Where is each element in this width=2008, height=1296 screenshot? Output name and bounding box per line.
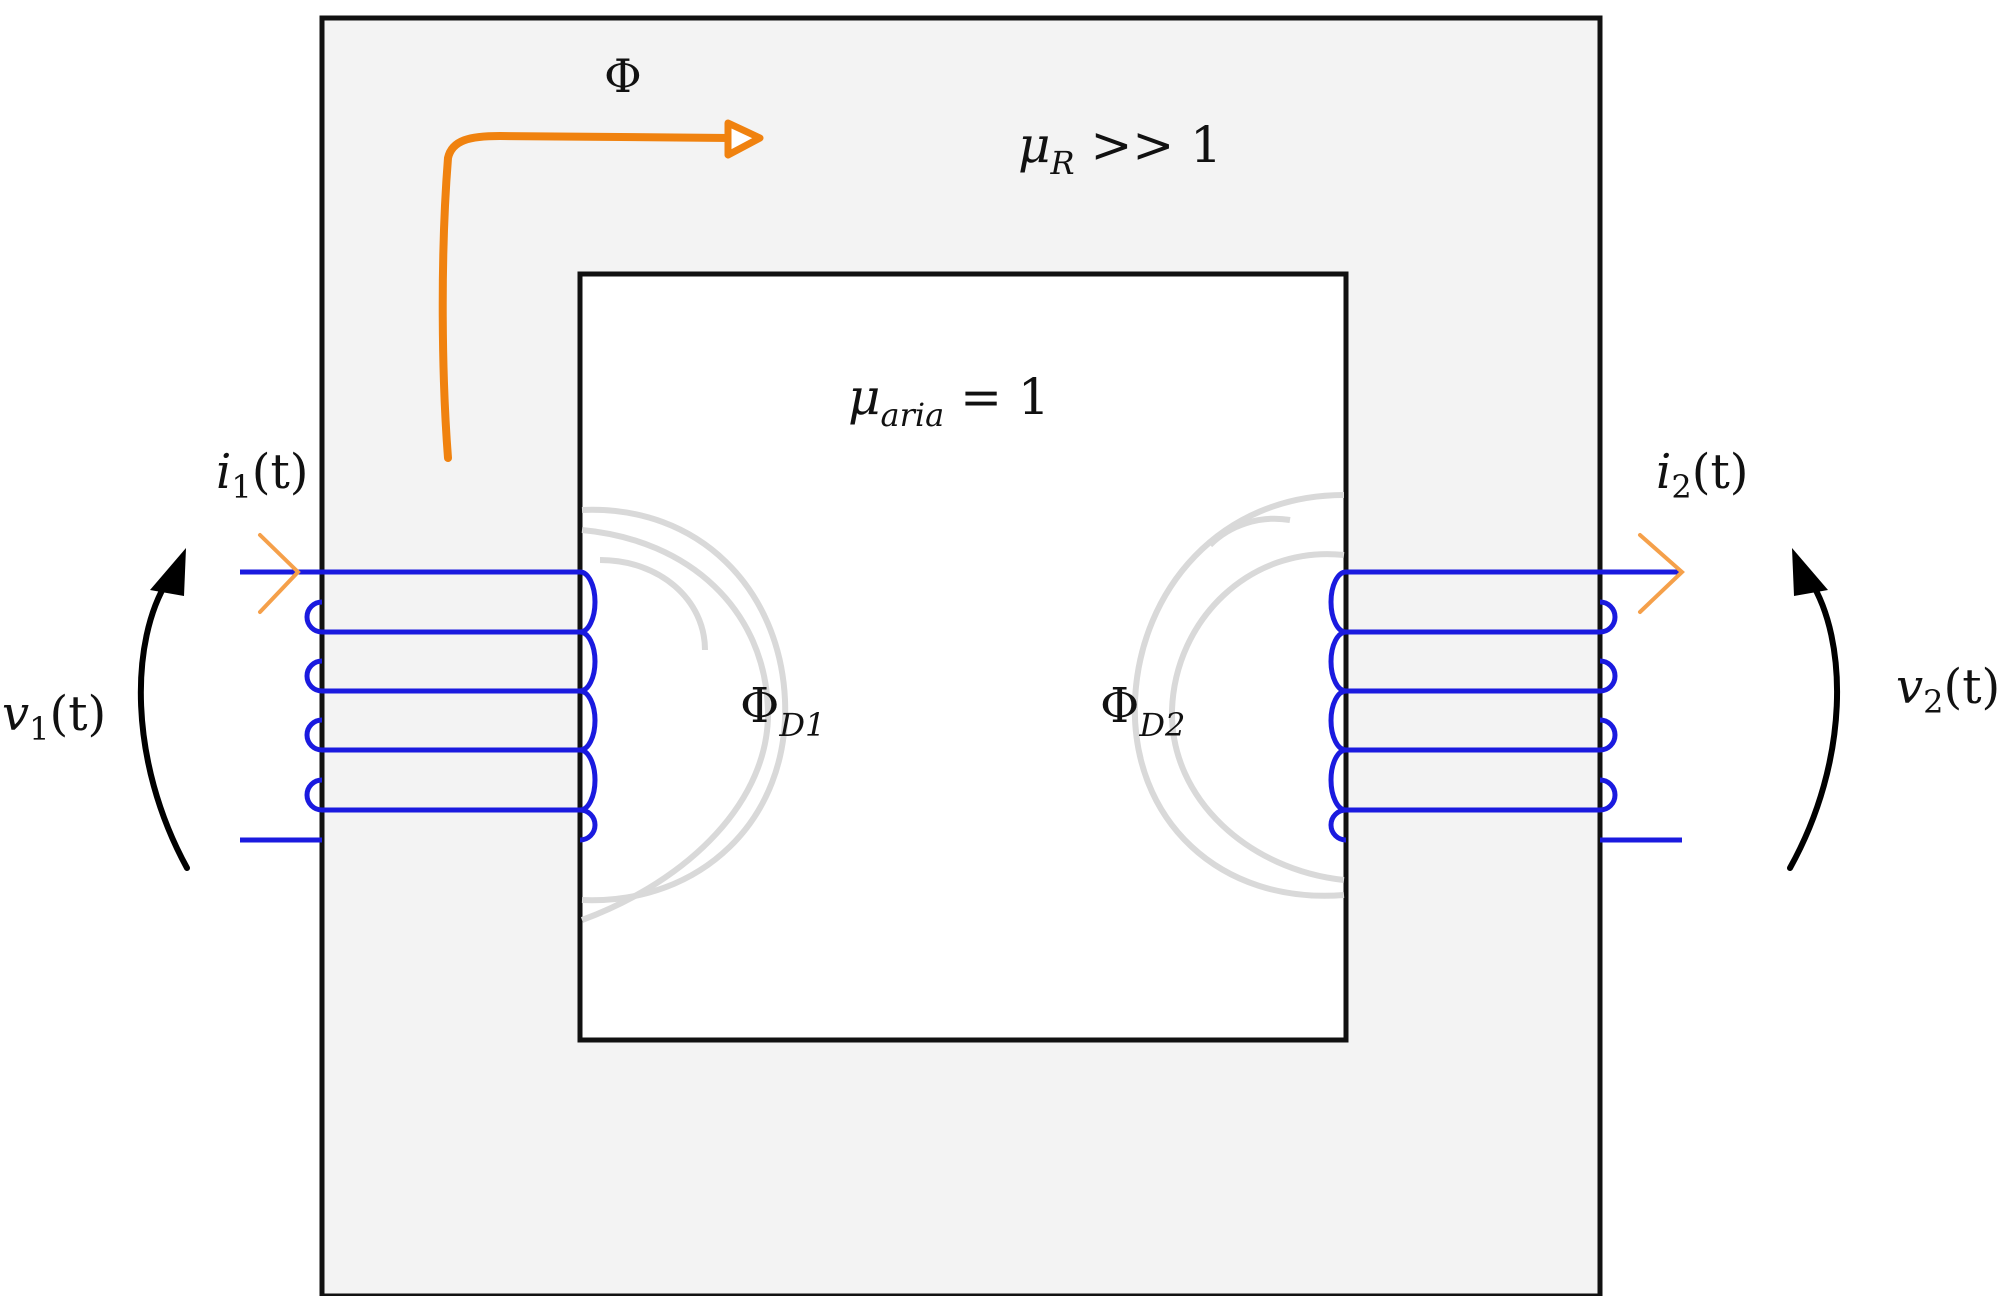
primary-winding	[240, 569, 598, 843]
label-i2: i2(t)	[1656, 444, 1748, 506]
label-i1: i1(t)	[216, 444, 308, 506]
voltage-arrow-primary	[137, 577, 190, 871]
magnetic-core	[319, 15, 1603, 1296]
label-v1: v1(t)	[2, 686, 106, 748]
current-arrow-secondary	[1638, 533, 1685, 614]
label-leakage-flux-1: ΦD1	[740, 678, 825, 744]
label-mu-air: μaria = 1	[848, 368, 1050, 434]
voltage-arrowhead-primary	[150, 548, 186, 596]
secondary-winding	[1328, 569, 1682, 843]
leakage-flux-right	[1131, 492, 1345, 899]
label-mu-core: μR >> 1	[1018, 116, 1222, 182]
current-arrow-primary	[258, 533, 301, 614]
main-flux-arrowhead	[724, 119, 764, 159]
label-leakage-flux-2: ΦD2	[1100, 678, 1185, 744]
label-v2: v2(t)	[1896, 659, 2000, 721]
label-flux-main: Φ	[604, 49, 642, 103]
voltage-arrow-secondary	[1787, 577, 1841, 871]
voltage-arrowhead-secondary	[1792, 548, 1828, 596]
leakage-flux-left	[580, 506, 789, 923]
main-flux-arrow	[438, 131, 734, 462]
